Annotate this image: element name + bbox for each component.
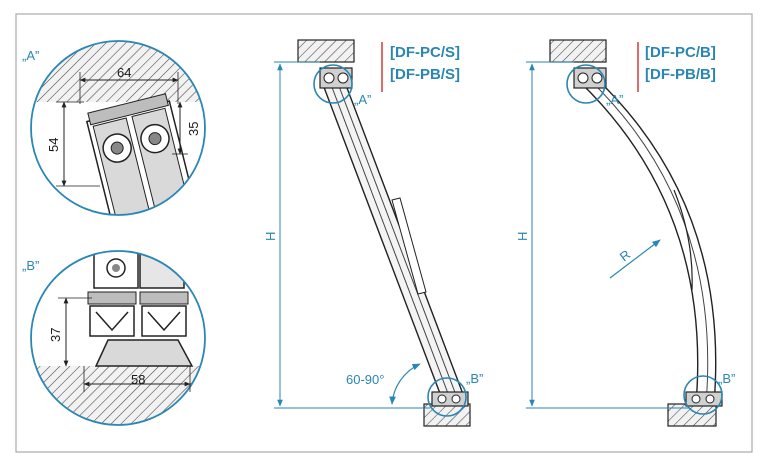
detail-a: „A” 64 54 35 — [22, 40, 206, 216]
angle-label: 60-90° — [346, 372, 384, 387]
right-h-label: H — [515, 232, 530, 241]
right-model-2: [DF-PB/B] — [645, 66, 716, 83]
left-elevation: H 60-90° „A” „B” [DF-PC/S] [DF-PB/S] — [263, 39, 483, 427]
right-a-label: „A” — [606, 92, 623, 107]
left-b-label: „B” — [466, 371, 483, 386]
left-model-1: [DF-PC/S] — [390, 44, 460, 61]
left-a-label: „A” — [354, 92, 371, 107]
dim-b-width: 58 — [131, 372, 145, 387]
detail-b: „B” 37 58 — [22, 250, 206, 426]
dim-a-height-right: 35 — [186, 122, 201, 136]
dim-b-height: 37 — [48, 328, 63, 342]
left-h-label: H — [263, 232, 278, 241]
dim-a-height-left: 54 — [46, 138, 61, 152]
drawing-frame — [15, 13, 753, 453]
left-model-2: [DF-PB/S] — [390, 66, 460, 83]
detail-b-label: „B” — [22, 258, 39, 273]
right-model-1: [DF-PC/B] — [645, 44, 716, 61]
right-elevation: H R „A” „B” [DF-PC/B] [DF-PB/B] — [515, 39, 735, 427]
right-b-label: „B” — [718, 371, 735, 386]
detail-a-label: „A” — [22, 48, 39, 63]
dim-a-width: 64 — [117, 65, 131, 80]
